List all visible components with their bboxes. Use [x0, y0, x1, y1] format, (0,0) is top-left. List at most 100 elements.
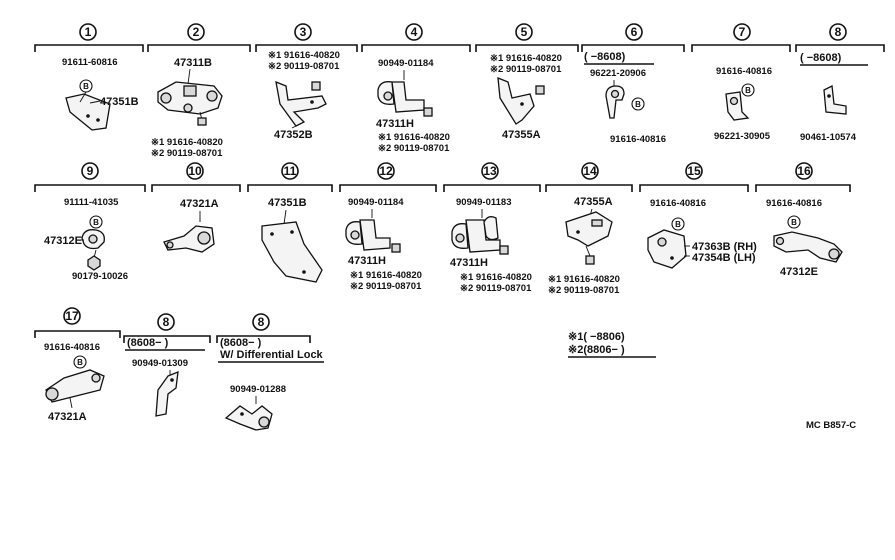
- svg-text:4: 4: [411, 25, 418, 39]
- part-number-label: ※1 91616-40820: [490, 53, 562, 64]
- part-number-label: 47352B: [274, 129, 313, 141]
- svg-text:8: 8: [163, 315, 170, 329]
- bolt-marker-icon: B: [741, 83, 755, 97]
- svg-text:B: B: [791, 218, 797, 227]
- part-number-label: 90949-01184: [378, 58, 434, 69]
- svg-text:12: 12: [379, 164, 393, 178]
- part-number-label: ※1 91616-40820: [548, 274, 620, 285]
- part-number-label: 90949-01184: [348, 197, 404, 208]
- bracket-12: [339, 184, 437, 192]
- part-number-label: 47355A: [502, 129, 541, 141]
- date-range-label: ( −8608): [800, 52, 842, 64]
- clamp-bracket-icon: [155, 370, 179, 417]
- bracket-plate-icon: [275, 80, 327, 127]
- part-number-label: ※1 91616-40820: [378, 132, 450, 143]
- group-6: 6 ( −8608) 96221-20906 B 91616-40816: [581, 23, 685, 145]
- group-3: 3 ※1 91616-40820 ※2 90119-08701 47352B: [255, 23, 358, 141]
- clamp-bracket-icon: [823, 85, 847, 115]
- group-9: 9 91111-41035 B 47312E 90179-10026: [34, 162, 146, 282]
- bolt-marker-icon: B: [89, 215, 103, 229]
- svg-text:9: 9: [87, 164, 94, 178]
- junction-block-icon: [157, 81, 223, 115]
- nut-icon: [87, 255, 101, 271]
- svg-text:3: 3: [300, 25, 307, 39]
- bracket-15: [639, 184, 749, 192]
- part-number-label: 47355A: [574, 196, 613, 208]
- svg-text:16: 16: [797, 164, 811, 178]
- part-number-label: ※2 90119-08701: [460, 283, 532, 294]
- part-number-label: ※1 91616-40820: [268, 50, 340, 61]
- part-number-label: 96221-20906: [590, 68, 646, 79]
- bracket-3: [255, 44, 358, 52]
- group-2: 2 47311B ※1 91616-40820 ※2 90119-08701: [147, 23, 251, 159]
- bolt-marker-icon: B: [73, 355, 87, 369]
- note-label: W/ Differential Lock: [220, 349, 324, 361]
- callout-number-3: 3: [294, 23, 312, 41]
- callout-number-4: 4: [405, 23, 423, 41]
- part-number-label: 47312E: [780, 266, 818, 278]
- bolt-icon: [197, 117, 207, 126]
- part-number-label: ※2 90119-08701: [548, 285, 620, 296]
- part-number-label: 91111-41035: [64, 197, 119, 208]
- svg-text:14: 14: [583, 164, 597, 178]
- part-number-label: 47321A: [48, 411, 87, 423]
- svg-text:B: B: [93, 218, 99, 227]
- bracket-16: [755, 184, 851, 192]
- part-number-label: 91616-40816: [44, 342, 100, 353]
- bracket-4: [361, 44, 471, 52]
- group-1: 1 91611-60816 B 47351B: [34, 23, 144, 131]
- callout-number-8: 8: [829, 23, 847, 41]
- part-number-label: 47311H: [450, 257, 488, 269]
- svg-text:B: B: [745, 86, 751, 95]
- svg-text:5: 5: [521, 25, 528, 39]
- part-number-label: ※2 90119-08701: [151, 148, 223, 159]
- bolt-icon: [423, 107, 433, 117]
- date-range-label: (8608− ): [127, 337, 169, 349]
- callout-number-5: 5: [515, 23, 533, 41]
- group-17: 17 91616-40816 B 47321A: [34, 307, 121, 423]
- bolt-marker-icon: B: [631, 97, 645, 111]
- svg-text:11: 11: [284, 164, 297, 178]
- part-number-label: 91616-40816: [650, 198, 706, 209]
- bracket-plate-icon: [359, 219, 391, 251]
- part-number-label: 47312E: [44, 235, 82, 247]
- bracket-14: [545, 184, 633, 192]
- part-number-label: 47363B (RH): [692, 241, 757, 253]
- bolt-icon: [499, 245, 509, 255]
- bolt-icon: [391, 243, 401, 253]
- legend-line-1: ※1( −8806): [568, 331, 625, 343]
- part-number-label: ※2 90119-08701: [350, 281, 422, 292]
- group-10: 10 47321A: [151, 162, 241, 253]
- bracket-8: [795, 44, 885, 52]
- bracket-plate-icon: [497, 76, 535, 125]
- bolt-marker-icon: B: [79, 79, 93, 93]
- group-5: 5 ※1 91616-40820 ※2 90119-08701 47355A: [475, 23, 579, 141]
- svg-text:8: 8: [258, 315, 265, 329]
- clip-icon: [605, 85, 625, 119]
- part-number-label: 47311H: [348, 255, 386, 267]
- bracket-plate-icon: [465, 219, 501, 253]
- hose-clamp-icon: [483, 216, 499, 241]
- part-number-label: 91616-40816: [766, 198, 822, 209]
- group-7: 7 91616-40816 B 96221-30905: [691, 23, 791, 142]
- bracket-plate-icon: [565, 211, 613, 247]
- bolt-marker-icon: B: [787, 215, 801, 229]
- part-number-label: 47351B: [100, 96, 139, 108]
- part-number-label: 47354B (LH): [692, 252, 756, 264]
- group-14: 14 47355A ※1 91616-40820 ※2 90119-08701: [545, 162, 633, 296]
- date-legend: ※1( −8806) ※2(8806− ): [568, 331, 656, 358]
- part-number-label: ※2 90119-08701: [490, 64, 562, 75]
- bolt-marker-icon: B: [671, 217, 685, 231]
- part-number-label: 90461-10574: [800, 132, 857, 143]
- group-8: 8 ( −8608) 90461-10574: [795, 23, 885, 143]
- group-11: 11 47351B: [247, 162, 333, 283]
- callout-number-8: 8: [252, 313, 270, 331]
- group-4: 4 90949-01184 47311H ※1 91616-40820 ※2 9…: [361, 23, 471, 154]
- bracket-1: [34, 44, 144, 52]
- callout-number-14: 14: [581, 162, 599, 180]
- callout-number-2: 2: [187, 23, 205, 41]
- part-number-label: ※1 91616-40820: [151, 137, 223, 148]
- callout-number-6: 6: [625, 23, 643, 41]
- svg-text:1: 1: [85, 25, 92, 39]
